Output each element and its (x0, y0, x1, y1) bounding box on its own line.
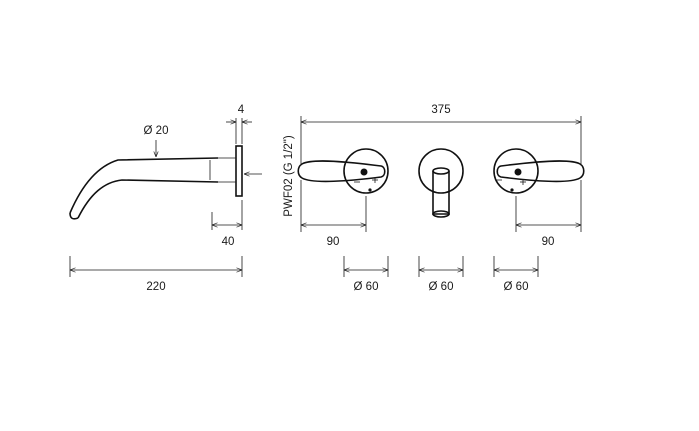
wall-plate (235, 145, 243, 197)
left-escutcheon (343, 148, 389, 194)
left-lever (297, 160, 386, 183)
right-handle-offset-label: 90 (542, 236, 555, 248)
spout-outer (69, 157, 219, 214)
left-plate-diameter-label: Ø 60 (354, 281, 379, 293)
right-escutcheon (493, 148, 539, 194)
left-handle-dot (368, 188, 372, 192)
left-handle (297, 148, 389, 194)
left-handle-offset-label: 90 (327, 236, 340, 248)
center-spout-outlet (432, 210, 450, 218)
spout-tip (69, 212, 79, 220)
center-spout (418, 148, 464, 218)
right-lever (496, 160, 585, 183)
right-handle-dot (510, 188, 514, 192)
front-view: 375 (297, 104, 585, 293)
right-handle-pivot (514, 168, 522, 176)
spout-inner (77, 179, 219, 219)
right-plate-diameter-label: Ø 60 (504, 281, 529, 293)
overall-width-label: 375 (431, 104, 450, 116)
plate-depth-label: 40 (222, 236, 235, 248)
left-handle-pivot (360, 168, 368, 176)
right-handle (493, 148, 585, 194)
plate-thickness-label: 4 (238, 104, 245, 116)
center-plate-diameter-label: Ø 60 (429, 281, 454, 293)
spout-length-label: 220 (146, 281, 165, 293)
center-spout-top (432, 167, 450, 175)
side-view: Ø 20 4 40 220 (69, 104, 262, 293)
center-escutcheon (418, 148, 464, 194)
product-code-label: PWF02 (G 1/2") (283, 135, 295, 217)
spout-diameter-label: Ø 20 (144, 125, 169, 137)
center-spout-body (432, 171, 450, 215)
